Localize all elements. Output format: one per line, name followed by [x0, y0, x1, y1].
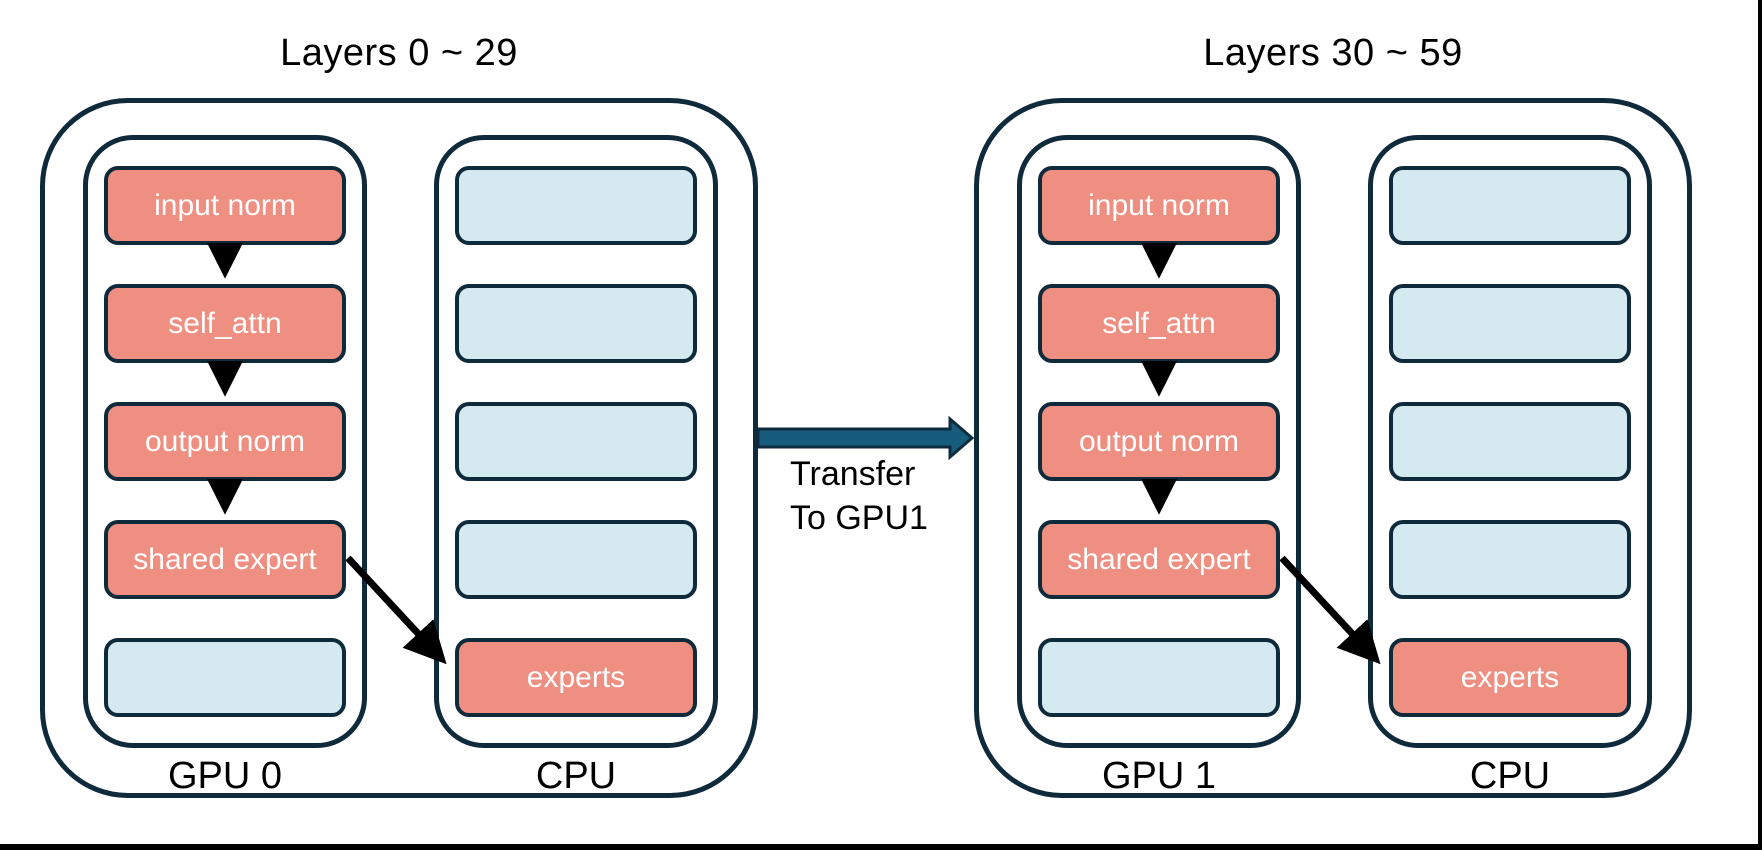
layer-box-empty: [1389, 520, 1631, 599]
right-cpu-label: CPU: [1469, 755, 1551, 797]
transfer-label-line1: Transfer: [790, 455, 916, 493]
left-cpu-label: CPU: [535, 755, 617, 797]
layer-box-empty: [455, 402, 697, 481]
left-gpu0-column: input norm self_attn output norm shared …: [83, 135, 367, 748]
layer-box-self-attn: self_attn: [1038, 284, 1280, 363]
layer-box-experts: experts: [1389, 638, 1631, 717]
left-gpu0-label: GPU 0: [167, 755, 283, 797]
left-group-container: input norm self_attn output norm shared …: [40, 98, 758, 798]
layer-box-empty: [455, 166, 697, 245]
layer-box-empty: [1389, 166, 1631, 245]
screen-edge-right: [1758, 0, 1762, 850]
layer-box-empty: [455, 284, 697, 363]
layer-box-shared-expert: shared expert: [104, 520, 346, 599]
layer-box-self-attn: self_attn: [104, 284, 346, 363]
screen-edge-bottom: [0, 844, 1762, 850]
layer-box-output-norm: output norm: [1038, 402, 1280, 481]
layer-box-output-norm: output norm: [104, 402, 346, 481]
right-gpu1-label: GPU 1: [1101, 755, 1217, 797]
transfer-label-line2: To GPU1: [790, 499, 928, 537]
layer-box-input-norm: input norm: [104, 166, 346, 245]
right-group-title: Layers 30 ~ 59: [1203, 32, 1463, 74]
layer-box-shared-expert: shared expert: [1038, 520, 1280, 599]
layer-box-empty: [1038, 638, 1280, 717]
left-group-title: Layers 0 ~ 29: [280, 32, 518, 74]
layer-box-empty: [1389, 284, 1631, 363]
layer-box-empty: [455, 520, 697, 599]
layer-box-input-norm: input norm: [1038, 166, 1280, 245]
layer-box-experts: experts: [455, 638, 697, 717]
right-cpu-column: experts: [1368, 135, 1652, 748]
transfer-label: Transfer To GPU1: [790, 452, 928, 540]
right-gpu1-column: input norm self_attn output norm shared …: [1017, 135, 1301, 748]
layer-box-empty: [1389, 402, 1631, 481]
layer-box-empty: [104, 638, 346, 717]
left-cpu-column: experts: [434, 135, 718, 748]
right-group-container: input norm self_attn output norm shared …: [974, 98, 1692, 798]
